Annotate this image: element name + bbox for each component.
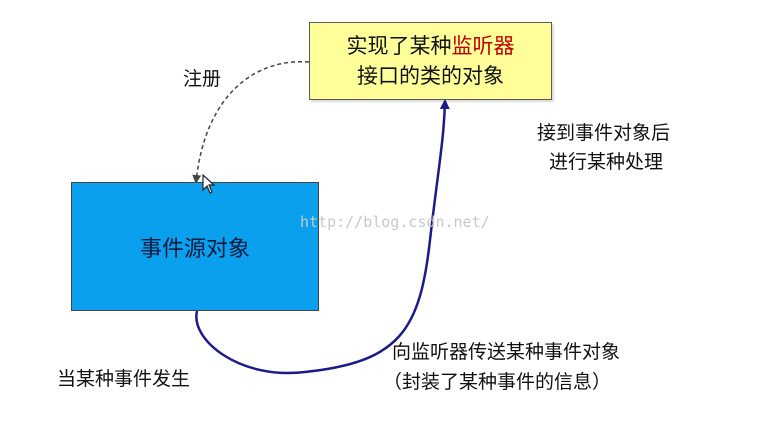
listener-line-2: 接口的类的对象 — [357, 64, 504, 88]
event-source-label: 事件源对象 — [139, 236, 250, 262]
register-arrow — [192, 60, 310, 184]
event-source-box: 事件源对象 — [71, 182, 319, 311]
listener-line-1-prefix: 实现了某种 — [346, 34, 452, 58]
send-label-line-2: （封装了某种事件的信息） — [383, 371, 612, 393]
receive-label-line-2: 进行某种处理 — [549, 151, 664, 173]
event-delivery-arrow — [195, 99, 450, 375]
listener-highlight-text: 监听器 — [451, 34, 515, 58]
receive-label-line-1: 接到事件对象后 — [537, 122, 671, 144]
mouse-pointer-icon — [202, 173, 216, 198]
listener-line-1: 实现了某种监听器 — [347, 31, 515, 61]
register-label: 注册 — [183, 68, 222, 90]
listener-object-box: 实现了某种监听器 接口的类的对象 — [309, 22, 552, 100]
send-label-line-1: 向监听器传送某种事件对象 — [392, 341, 621, 363]
watermark-text: http://blog.csdn.net/ — [300, 213, 490, 231]
trigger-label: 当某种事件发生 — [57, 368, 191, 390]
